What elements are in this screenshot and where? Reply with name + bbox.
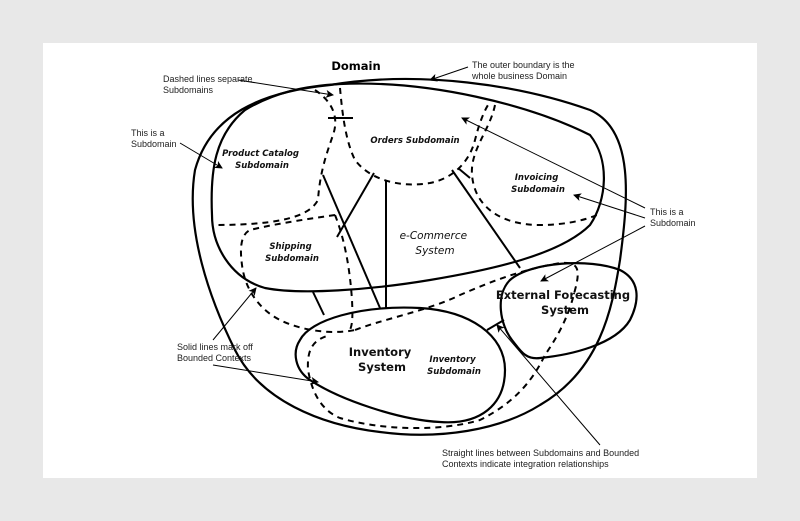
ecommerce-system-label: e-Commerce System — [400, 230, 471, 257]
integration-line — [457, 167, 471, 179]
pointer-subdomain-forecast — [540, 225, 646, 282]
forecasting-system-boundary — [499, 262, 638, 360]
pointer-straight — [496, 324, 601, 446]
domain-title: Domain — [331, 59, 380, 73]
invoicing-subdomain-label: Invoicing Subdomain — [511, 173, 565, 195]
shipping-vertical-boundary — [334, 214, 354, 331]
integration-line — [451, 169, 521, 269]
shipping-subdomain-boundary — [240, 214, 356, 333]
invoicing-subdomain-boundary — [470, 104, 598, 227]
integration-line — [336, 172, 375, 238]
annotation-subdomain-left: This is a Subdomain — [131, 128, 177, 149]
integration-line — [486, 319, 505, 331]
annotation-straight: Straight lines between Subdomains and Bo… — [442, 448, 642, 469]
inventory-system-boundary — [294, 306, 507, 424]
diagram-panel — [43, 43, 757, 478]
pointer-dashed — [237, 79, 334, 98]
annotation-outer: The outer boundary is the whole business… — [471, 60, 577, 81]
orders-subdomain-left-boundary — [214, 89, 337, 226]
annotation-dashed: Dashed lines separate Subdomains — [163, 74, 255, 95]
inventory-subdomain-boundary — [306, 261, 579, 429]
pointer-outer — [429, 66, 469, 82]
orders-subdomain-label: Orders Subdomain — [370, 136, 459, 146]
integration-line — [312, 291, 325, 316]
pointer-subdomain-invoicing — [573, 193, 646, 219]
shipping-subdomain-label: Shipping Subdomain — [265, 242, 319, 264]
ecommerce-system-boundary — [210, 82, 605, 293]
pointer-solid-up — [212, 287, 257, 341]
annotation-solid: Solid lines mark off Bounded Contexts — [177, 342, 255, 363]
orders-subdomain-center-boundary — [339, 87, 489, 186]
integration-line — [322, 174, 381, 309]
product-catalog-label: Product Catalog Subdomain — [222, 149, 302, 171]
forecasting-system-label: External Forecasting System — [496, 288, 634, 317]
annotation-subdomain-right: This is a Subdomain — [650, 207, 696, 228]
domain-boundary — [191, 77, 627, 436]
pointer-subdomain-orders — [461, 117, 646, 209]
pointer-subdomain-left — [179, 142, 223, 169]
pointer-solid-right — [212, 364, 319, 385]
inventory-subdomain-label: Inventory Subdomain — [427, 355, 481, 377]
inventory-system-label: Inventory System — [349, 345, 416, 374]
